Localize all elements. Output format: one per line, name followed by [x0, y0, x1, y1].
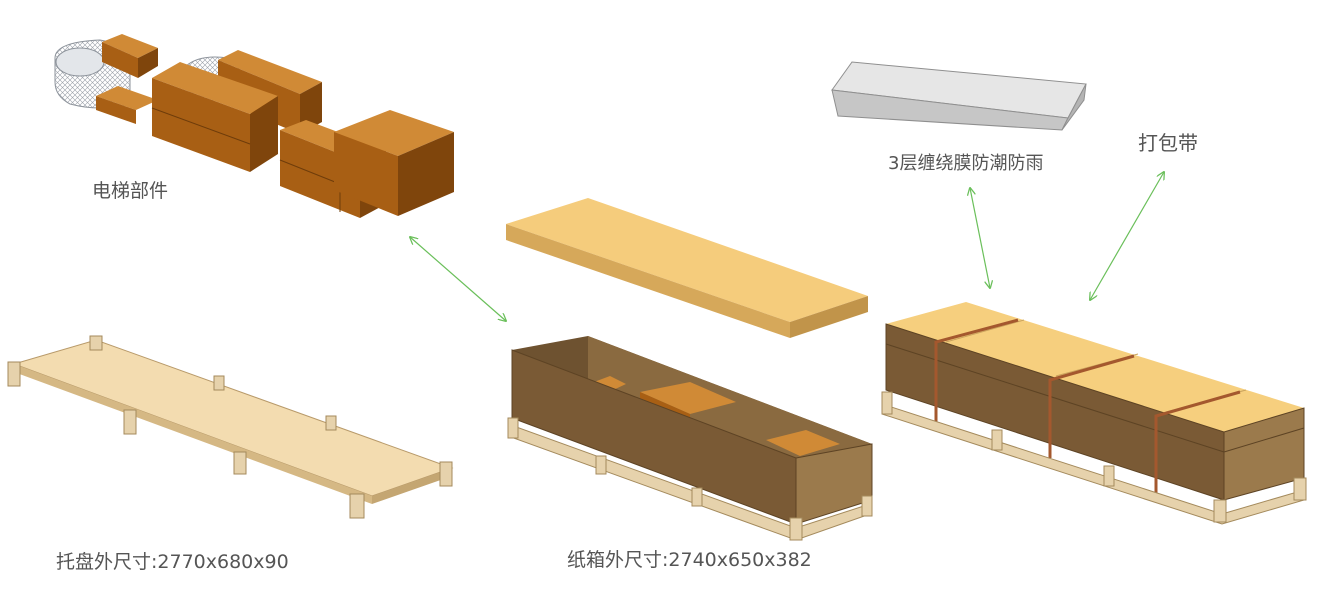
elevator-parts-label: 电梯部件: [92, 180, 168, 202]
pallet-illustration: [7, 335, 454, 519]
pallet-size-label: 托盘外尺寸:2770x680x90: [56, 551, 289, 573]
film-to-crate-arrow: [970, 188, 990, 288]
elevator-parts-illustration: [54, 34, 454, 218]
closed-crate-illustration: [881, 302, 1307, 525]
wrapping-film-label: 3层缠绕膜防潮防雨: [888, 153, 1043, 174]
packing-straps: [934, 318, 1241, 494]
open-carton-illustration: [507, 336, 873, 541]
parts-to-carton-arrow: [410, 237, 506, 321]
carton-lid-illustration: [506, 198, 868, 338]
strapping-label: 打包带: [1138, 131, 1198, 155]
strap-to-crate-arrow: [1090, 172, 1164, 300]
carton-size-label: 纸箱外尺寸:2740x650x382: [567, 549, 812, 571]
wrapping-film-illustration: [831, 61, 1087, 131]
